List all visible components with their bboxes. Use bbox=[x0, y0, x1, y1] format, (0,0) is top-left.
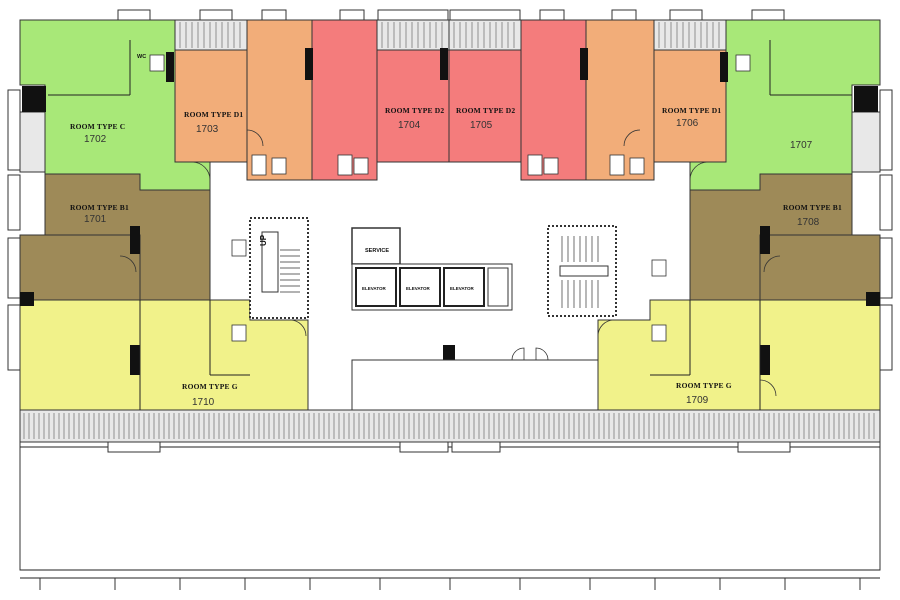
terrace bbox=[19, 441, 881, 571]
top-balconies bbox=[174, 19, 727, 51]
room-1710-type: ROOM TYPE G bbox=[182, 382, 238, 391]
stair-up-label: UP bbox=[259, 234, 268, 246]
room-1702-type: ROOM TYPE C bbox=[70, 122, 125, 131]
svg-text:ELEVATOR: ELEVATOR bbox=[450, 286, 475, 291]
service-room bbox=[351, 227, 401, 265]
door-swings bbox=[119, 129, 781, 397]
svg-text:ELEVATOR: ELEVATOR bbox=[406, 286, 431, 291]
room-1704-type: ROOM TYPE D2 bbox=[385, 106, 444, 115]
side-balconies bbox=[19, 111, 881, 173]
room-1701-number: 1701 bbox=[84, 214, 107, 225]
room-1709-type: ROOM TYPE G bbox=[676, 381, 732, 390]
elevator-3: ELEVATOR bbox=[443, 267, 485, 307]
room-1701-bedroom bbox=[19, 234, 141, 301]
top-window-sills bbox=[117, 9, 785, 21]
room-1703-type: ROOM TYPE D1 bbox=[184, 110, 243, 119]
service-label: SERVICE bbox=[365, 248, 389, 254]
room-1706 bbox=[653, 49, 727, 163]
terrace-ticks bbox=[39, 578, 861, 590]
room-1705-number: 1705 bbox=[470, 120, 493, 131]
elevator-1: ELEVATOR bbox=[355, 267, 397, 307]
room-1703-number: 1703 bbox=[196, 124, 219, 135]
room-1703-bath bbox=[246, 19, 313, 181]
room-1705-type: ROOM TYPE D2 bbox=[456, 106, 515, 115]
room-1704-bath bbox=[311, 19, 378, 181]
room-1708-bedroom bbox=[759, 234, 881, 301]
room-1708-type: ROOM TYPE B1 bbox=[783, 203, 842, 212]
room-1706-bath bbox=[585, 19, 655, 181]
room-1701-type: ROOM TYPE B1 bbox=[70, 203, 129, 212]
room-1704 bbox=[376, 49, 450, 163]
room-1710-number: 1710 bbox=[192, 397, 215, 408]
room-1709-number: 1709 bbox=[686, 395, 709, 406]
room-1706-type: ROOM TYPE D1 bbox=[662, 106, 721, 115]
elevator-2: ELEVATOR bbox=[399, 267, 441, 307]
lobby bbox=[351, 359, 599, 411]
room-1708-number: 1708 bbox=[797, 217, 820, 228]
bottom-balcony-hatch bbox=[23, 413, 875, 439]
room-1705 bbox=[448, 49, 522, 163]
room-1706-number: 1706 bbox=[676, 118, 699, 129]
room-1702-number: 1702 bbox=[84, 134, 107, 145]
side-windows bbox=[7, 89, 893, 371]
wc-label: WC bbox=[137, 54, 146, 60]
top-balcony-hatch bbox=[179, 22, 720, 48]
room-1703 bbox=[174, 49, 248, 163]
room-1704-number: 1704 bbox=[398, 120, 421, 131]
svg-text:ELEVATOR: ELEVATOR bbox=[362, 286, 387, 291]
bottom-window-sills bbox=[107, 441, 791, 453]
room-1707-number: 1707 bbox=[790, 140, 813, 151]
bath-fixtures bbox=[149, 54, 751, 342]
room-1705-bath bbox=[520, 19, 587, 181]
